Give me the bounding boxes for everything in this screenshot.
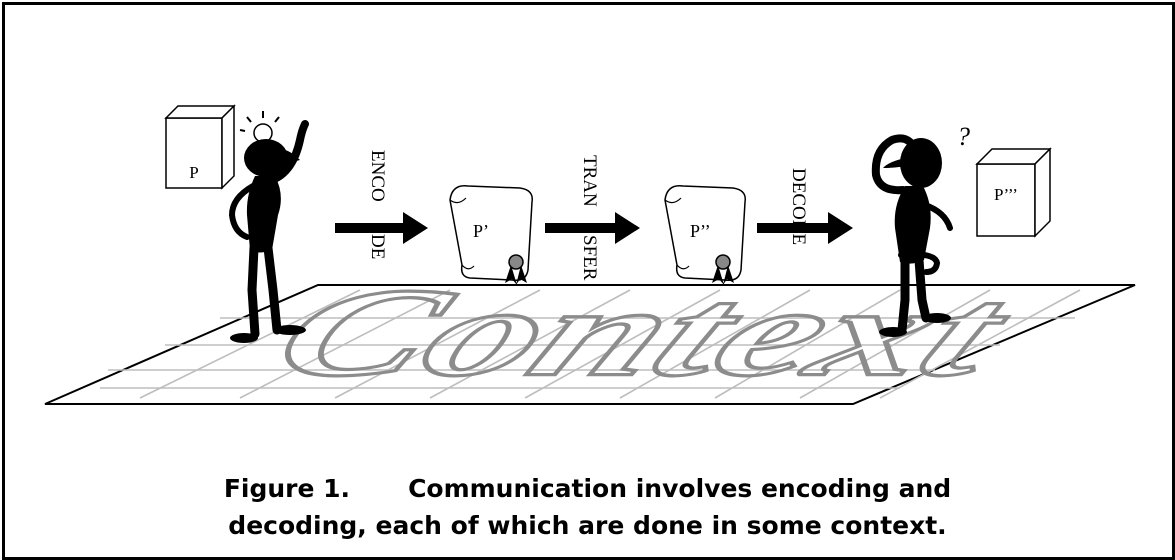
plane-grid [100, 289, 1081, 399]
encode-label: ENCO [367, 150, 388, 202]
svg-text:P’: P’ [473, 221, 489, 241]
svg-text:P’’: P’’ [690, 221, 711, 241]
seal-icon [712, 254, 734, 285]
figure-number: Figure 1. [223, 474, 351, 503]
transfer-label: TRAN [579, 155, 600, 207]
svg-text:SFER: SFER [579, 235, 600, 281]
question-mark-icon: ? [957, 122, 970, 151]
decode-step: DECODE [757, 168, 853, 245]
figure-caption: Figure 1. Communication involves encoding… [0, 470, 1175, 544]
svg-text:P: P [189, 163, 198, 182]
svg-text:P’’’: P’’’ [994, 185, 1018, 204]
message-scroll-1: P’ [449, 185, 533, 285]
caption-line-2: decoding, each of which are done in some… [228, 511, 947, 540]
encode-step: ENCO DE [335, 150, 428, 259]
receiver-figure: ? [871, 122, 970, 337]
transfer-step: TRAN SFER [545, 155, 640, 281]
message-scroll-2: P’’ [664, 185, 746, 285]
context-plane: Context [44, 260, 1136, 405]
svg-text:DE: DE [367, 234, 388, 259]
svg-text:DECODE: DECODE [788, 168, 809, 245]
caption-text-1: Communication involves encoding and [408, 474, 952, 503]
communication-diagram: Context P ENCO DE [44, 104, 1136, 405]
seal-icon [505, 254, 527, 285]
svg-text:ENCO: ENCO [367, 150, 388, 202]
sender-box: P [164, 104, 236, 190]
decode-label: DECODE [788, 168, 809, 245]
caption-line-1: Figure 1. Communication involves encoding… [0, 470, 1175, 507]
svg-text:TRAN: TRAN [579, 155, 600, 207]
receiver-box: P’’’ [975, 147, 1052, 238]
sender-figure [228, 111, 309, 343]
